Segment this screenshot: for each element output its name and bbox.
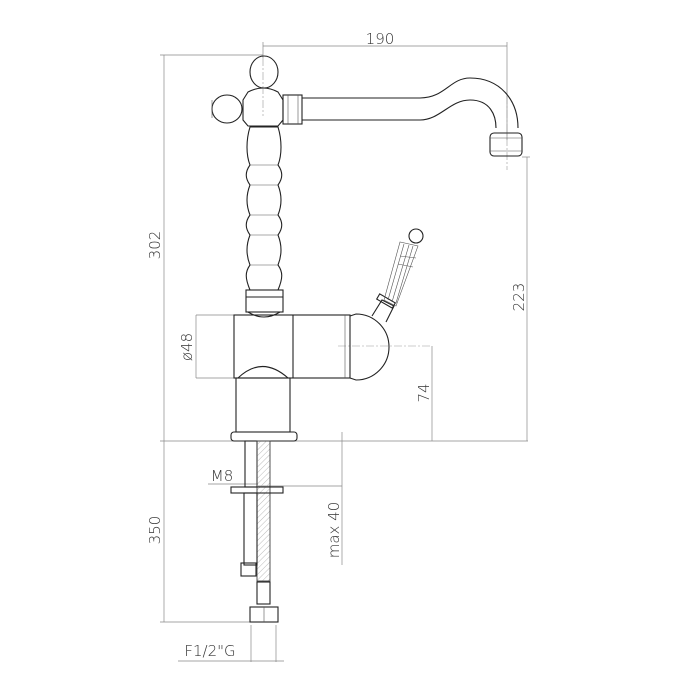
mixer-body [230, 311, 390, 442]
dim-hose-length: 350 [146, 516, 164, 545]
dim-connection: F1/2"G [184, 642, 235, 660]
column [245, 126, 284, 313]
dim-spout-reach: 190 [366, 30, 395, 48]
lever-handle [371, 228, 424, 323]
dim-body-diameter: ø48 [178, 333, 196, 361]
dimension-lines [160, 42, 530, 662]
dim-max-deck: max 40 [325, 502, 343, 559]
dim-total-height: 302 [146, 231, 164, 260]
dim-thread: M8 [211, 467, 234, 485]
spout [282, 77, 523, 157]
mounting-kit [230, 440, 284, 623]
dim-lever-height: 74 [415, 383, 433, 402]
dim-spout-height: 223 [510, 283, 528, 312]
cross-head [211, 55, 284, 127]
